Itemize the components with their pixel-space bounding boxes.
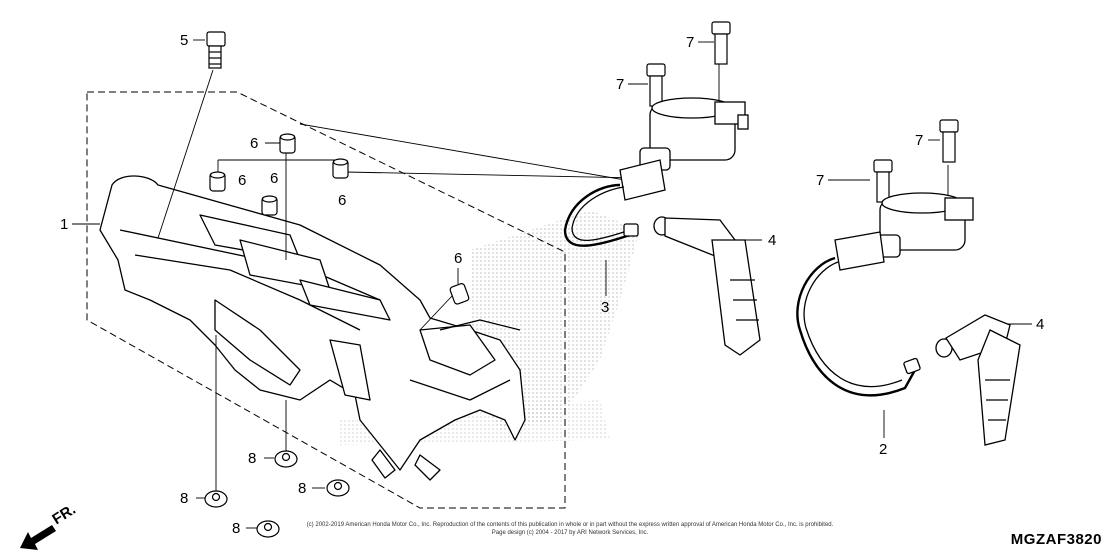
callout-8: 8 xyxy=(248,450,256,467)
callout-1: 1 xyxy=(60,216,68,233)
callout-2: 2 xyxy=(879,441,887,458)
copyright-line-2: Page design (c) 2004 - 2017 by ARI Netwo… xyxy=(491,530,649,536)
callout-3: 3 xyxy=(601,299,609,316)
nuts-8 xyxy=(204,450,350,538)
bolts-7 xyxy=(646,21,959,203)
callout-5: 5 xyxy=(180,32,188,49)
ignition-coil-lower xyxy=(796,192,974,397)
callout-6: 6 xyxy=(238,172,246,189)
callout-4: 4 xyxy=(1036,316,1044,333)
plug-cap-lower xyxy=(935,314,1021,446)
diagram-code: MGZAF3820 xyxy=(1010,531,1102,548)
ignition-coil-upper xyxy=(563,97,749,247)
callout-6: 6 xyxy=(250,135,258,152)
callout-7: 7 xyxy=(816,172,824,189)
callout-7: 7 xyxy=(686,34,694,51)
front-arrow-icon xyxy=(20,525,56,550)
copyright-line-1: (c) 2002-2019 American Honda Motor Co., … xyxy=(306,522,834,528)
callout-4: 4 xyxy=(768,232,776,249)
callout-7: 7 xyxy=(616,76,624,93)
bolt-5 xyxy=(206,31,226,69)
callout-6: 6 xyxy=(270,170,278,187)
spacers-6 xyxy=(209,133,470,305)
coil-bracket xyxy=(99,175,526,481)
callout-8: 8 xyxy=(298,480,306,497)
callout-7: 7 xyxy=(915,132,923,149)
callout-8: 8 xyxy=(180,490,188,507)
callout-8: 8 xyxy=(232,520,240,537)
callout-labels: 1 5 6 6 6 6 6 7 7 7 7 8 8 8 8 3 4 4 2 xyxy=(60,32,1044,537)
callout-6: 6 xyxy=(338,192,346,209)
plug-cap-upper xyxy=(653,216,761,356)
callout-6: 6 xyxy=(454,250,462,267)
assembly-outline xyxy=(86,91,566,509)
